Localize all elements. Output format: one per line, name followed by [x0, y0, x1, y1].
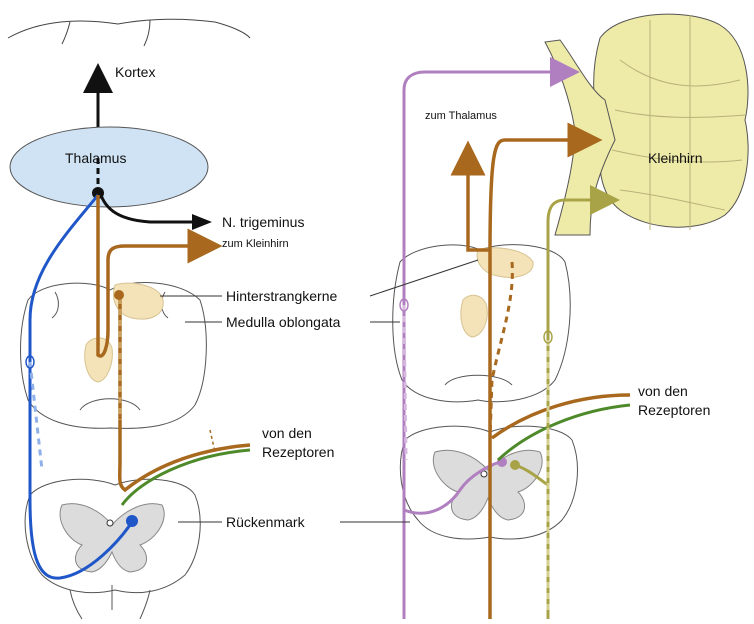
- label-hinterstrangkerne: Hinterstrangkerne: [226, 288, 337, 304]
- label-kortex: Kortex: [115, 64, 155, 80]
- label-thalamus: Thalamus: [65, 150, 126, 166]
- brown-pathway-right-up: [468, 158, 490, 250]
- medulla-section-left: [21, 283, 207, 429]
- label-zum-kleinhirn: zum Kleinhirn: [222, 238, 289, 250]
- label-von-den-right: von den: [638, 383, 688, 399]
- olive-pathway-soma: [510, 460, 520, 470]
- label-rezeptoren-right: Rezeptoren: [638, 402, 710, 418]
- trigeminus-arrowhead: [192, 214, 212, 230]
- central-canal: [107, 520, 113, 526]
- label-n-trigeminus: N. trigeminus: [222, 214, 304, 230]
- label-medulla-oblongata: Medulla oblongata: [226, 314, 340, 330]
- brown-pathway-node: [114, 290, 124, 300]
- label-kleinhirn: Kleinhirn: [648, 150, 702, 166]
- cortex-sulcus: [62, 22, 70, 44]
- blue-pathway-soma: [126, 515, 138, 527]
- rueckenmark-root-right: [140, 590, 150, 619]
- label-zum-thalamus: zum Thalamus: [425, 110, 497, 122]
- label-rezeptoren-left: Rezeptoren: [262, 444, 334, 460]
- cortex-outline: [8, 19, 250, 38]
- label-rueckenmark: Rückenmark: [226, 514, 305, 530]
- rueckenmark-root-left: [70, 590, 82, 619]
- cortex-sulcus: [144, 20, 150, 46]
- kleinhirn-shape: [594, 14, 748, 227]
- label-von-den-left: von den: [262, 425, 312, 441]
- thalamus-ellipse: [10, 127, 208, 207]
